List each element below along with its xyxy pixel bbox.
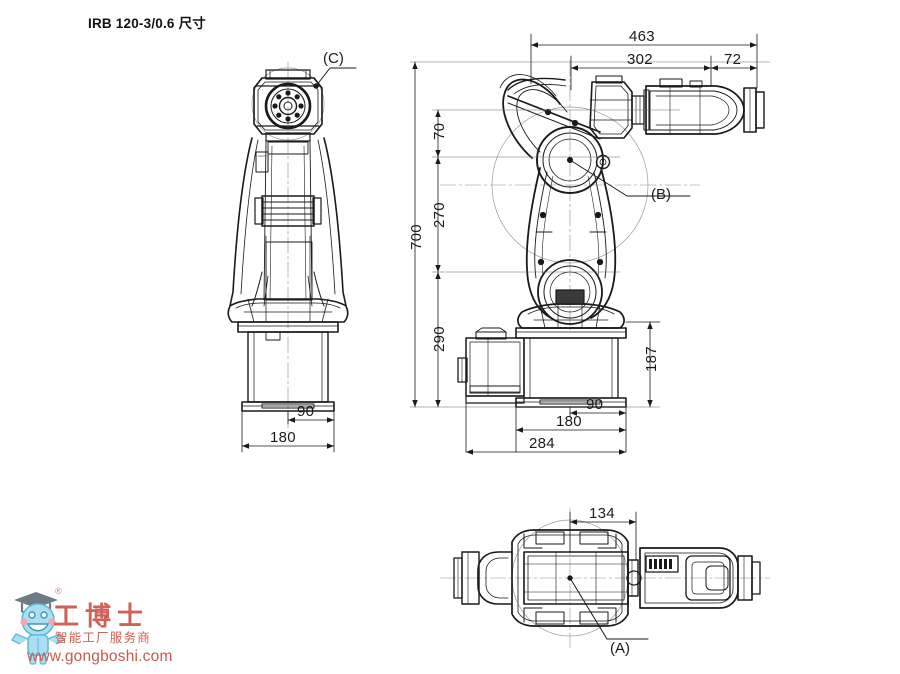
dimension-180-side: 180 <box>270 429 296 446</box>
callout-c-label: (C) <box>323 50 344 67</box>
callout-c-leader <box>313 67 357 89</box>
dimension-134: 134 <box>589 505 615 522</box>
registered-trademark-mark: ® <box>55 586 62 596</box>
dimension-180-front: 180 <box>556 413 582 430</box>
dimension-463: 463 <box>629 28 655 45</box>
side-view-geometry <box>227 61 349 433</box>
dimension-90-front: 90 <box>586 396 604 413</box>
top-view-dimension-lines <box>569 511 637 561</box>
front-view-geometry <box>439 59 765 408</box>
callout-b-label: (B) <box>651 186 671 203</box>
dimension-90-side: 90 <box>297 403 315 420</box>
page-title: IRB 120-3/0.6 尺寸 <box>88 16 206 31</box>
callout-a-leader <box>567 575 649 640</box>
dimension-290: 290 <box>431 326 448 352</box>
watermark-mascot-logo <box>10 592 66 665</box>
dimension-270: 270 <box>431 202 448 228</box>
watermark-url: www.gongboshi.com <box>27 648 173 665</box>
front-view-dimension-lines <box>409 33 771 455</box>
dimension-700: 700 <box>408 224 425 250</box>
dimension-187: 187 <box>643 346 660 372</box>
dimension-70: 70 <box>431 122 448 140</box>
dimension-302: 302 <box>627 51 653 68</box>
side-view-dimension-lines <box>241 410 335 453</box>
watermark-brand-name: 工博士 <box>53 601 150 631</box>
callout-b-leader <box>567 157 691 197</box>
watermark-tagline: 智能工厂服务商 <box>55 631 151 645</box>
top-view-geometry <box>439 507 771 649</box>
callout-a-label: (A) <box>610 640 630 657</box>
dimension-284: 284 <box>529 435 555 452</box>
dimension-72: 72 <box>724 51 742 68</box>
